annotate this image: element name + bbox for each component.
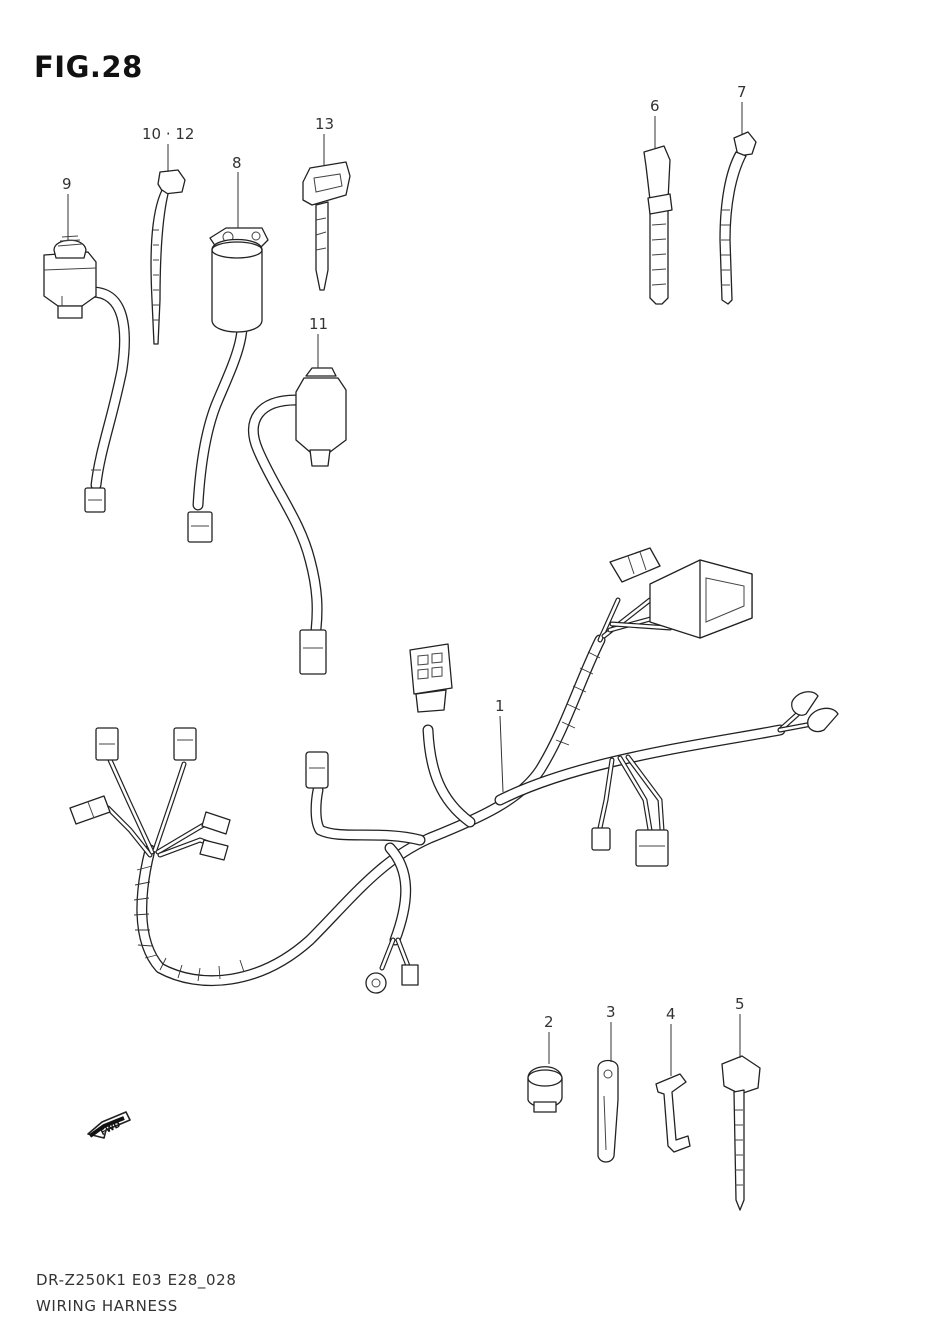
callout-10-12: 10 · 12 bbox=[142, 125, 194, 172]
callout-1-label: 1 bbox=[495, 697, 505, 715]
part-2-clamp[interactable] bbox=[527, 1066, 563, 1113]
part-1-wiring-harness[interactable] bbox=[69, 547, 839, 994]
callout-11: 11 bbox=[309, 315, 328, 368]
part-7-cable-tie[interactable] bbox=[719, 131, 757, 305]
callout-3: 3 bbox=[606, 1003, 616, 1062]
callout-11-label: 11 bbox=[309, 315, 328, 333]
part-8-ignition-switch[interactable] bbox=[187, 227, 269, 543]
callout-8: 8 bbox=[232, 154, 242, 228]
part-10-12-cable-tie[interactable] bbox=[150, 169, 186, 345]
callout-6: 6 bbox=[650, 97, 660, 148]
part-9-switch[interactable] bbox=[43, 235, 130, 513]
callout-6-label: 6 bbox=[650, 97, 660, 115]
callout-9-label: 9 bbox=[62, 175, 72, 193]
callout-7: 7 bbox=[737, 83, 747, 134]
callout-3-label: 3 bbox=[606, 1003, 616, 1021]
part-6-clamp-strap[interactable] bbox=[643, 145, 673, 305]
callout-2-label: 2 bbox=[544, 1013, 554, 1031]
part-11-switch[interactable] bbox=[248, 367, 347, 675]
callout-1: 1 bbox=[495, 697, 505, 793]
callout-5: 5 bbox=[735, 995, 745, 1058]
callout-13-label: 13 bbox=[315, 115, 334, 133]
callout-9: 9 bbox=[62, 175, 72, 240]
part-5-cable-tie[interactable] bbox=[721, 1055, 761, 1211]
callout-5-label: 5 bbox=[735, 995, 745, 1013]
callout-2: 2 bbox=[544, 1013, 554, 1064]
callout-13: 13 bbox=[315, 115, 334, 166]
callout-4: 4 bbox=[666, 1005, 676, 1076]
part-4-hook-clamp[interactable] bbox=[655, 1073, 691, 1153]
callout-8-label: 8 bbox=[232, 154, 242, 172]
fwd-arrow-icon bbox=[87, 1111, 131, 1139]
figure-title: FIG.28 bbox=[34, 50, 143, 84]
callout-10-12-label: 10 · 12 bbox=[142, 125, 194, 143]
callout-4-label: 4 bbox=[666, 1005, 676, 1023]
part-13-key[interactable] bbox=[302, 161, 351, 291]
footer-assembly-name: WIRING HARNESS bbox=[36, 1297, 178, 1315]
part-3-clamp-plate[interactable] bbox=[597, 1059, 619, 1163]
footer-model-code: DR-Z250K1 E03 E28_028 bbox=[36, 1271, 237, 1289]
callout-7-label: 7 bbox=[737, 83, 747, 101]
